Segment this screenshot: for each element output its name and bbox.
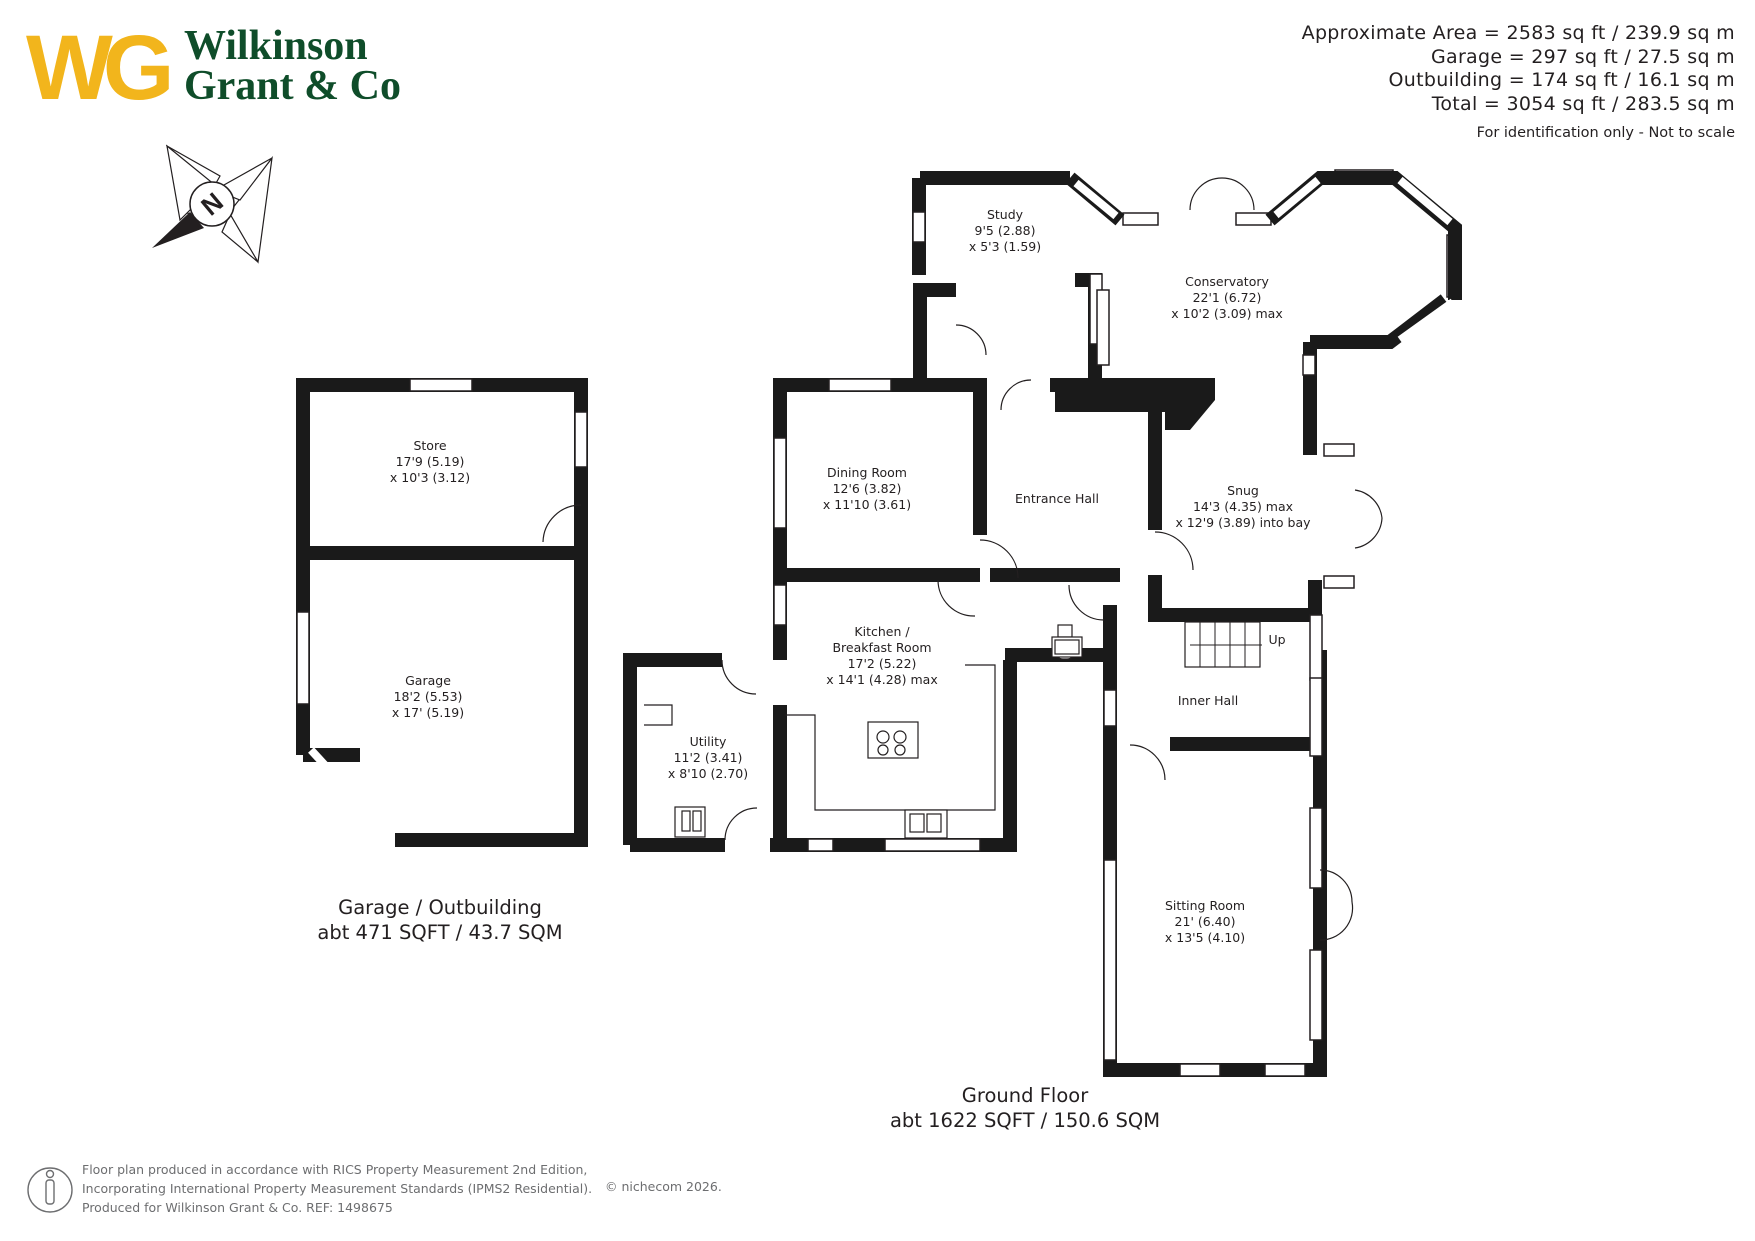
company-name-line1: Wilkinson [184, 23, 368, 69]
room-label-inner-hall: Inner Hall [1178, 693, 1238, 708]
room-label-entrance-hall: Entrance Hall [1015, 491, 1099, 506]
compass-north-icon: N [152, 144, 273, 264]
area-summary: Approximate Area = 2583 sq ft / 239.9 sq… [1302, 22, 1735, 116]
company-logo-name: Wilkinson Grant & Co [184, 23, 401, 109]
total-area: Total = 3054 sq ft / 283.5 sq m [1431, 92, 1735, 115]
outbuilding-area: Outbuilding = 174 sq ft / 16.1 sq m [1388, 69, 1735, 91]
footer-copyright: © nichecom 2026. [605, 1179, 722, 1194]
windows [296, 169, 1460, 1077]
person-icon [27, 1167, 73, 1213]
company-logo-initials: WG [26, 17, 174, 119]
garage-area: Garage = 297 sq ft / 27.5 sq m [1430, 45, 1735, 68]
footer-line-2: Incorporating International Property Mea… [82, 1181, 593, 1196]
outbuilding-title: Garage / Outbuilding [338, 896, 542, 919]
ground-floor-section-label: Ground Floor abt 1622 SQFT / 150.6 SQM [870, 1083, 1180, 1133]
outbuilding-section-label: Garage / Outbuilding abt 471 SQFT / 43.7… [300, 895, 580, 945]
scale-disclaimer: For identification only - Not to scale [1476, 125, 1735, 141]
footer-notes: Floor plan produced in accordance with R… [82, 1160, 592, 1217]
room-label-stairs: Up [1268, 632, 1285, 647]
chimney-block [1055, 378, 1215, 430]
footer-line-3: Produced for Wilkinson Grant & Co. REF: … [82, 1200, 393, 1215]
footer-line-1: Floor plan produced in accordance with R… [82, 1162, 588, 1177]
approximate-area: Approximate Area = 2583 sq ft / 239.9 sq… [1301, 22, 1735, 44]
conservatory-glazing [308, 176, 1456, 841]
staircase [1190, 622, 1262, 667]
door-swings [542, 177, 1383, 941]
company-name-line2: Grant & Co [184, 63, 401, 109]
ground-floor-area-text: abt 1622 SQFT / 150.6 SQM [889, 1109, 1161, 1132]
fittings [644, 621, 1261, 839]
outbuilding-area-text: abt 471 SQFT / 43.7 SQM [317, 921, 563, 944]
ground-floor-title: Ground Floor [961, 1084, 1089, 1107]
